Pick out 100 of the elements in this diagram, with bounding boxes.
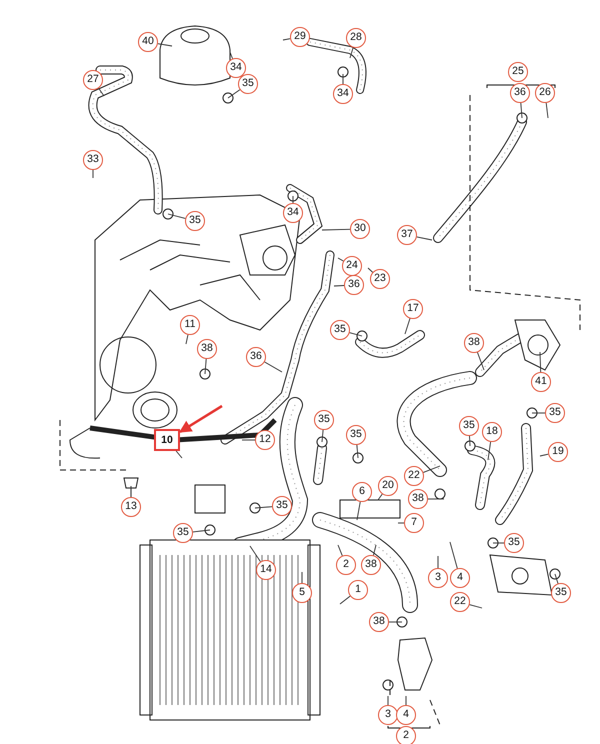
leader-line	[349, 332, 362, 336]
callout-number: 38	[369, 612, 389, 632]
leader-line	[264, 362, 282, 372]
callout-number: 4	[450, 568, 470, 588]
callout-number: 38	[464, 333, 484, 353]
callout-number: 12	[255, 430, 275, 450]
callout-number: 38	[408, 489, 428, 509]
leader-line	[540, 352, 542, 372]
leader-line	[546, 102, 548, 118]
leader-line	[338, 544, 343, 556]
callout-number: 29	[290, 27, 310, 47]
callout-number: 20	[378, 476, 398, 496]
callout-number: 38	[361, 555, 381, 575]
callout-number: 35	[545, 403, 565, 423]
callout-number: 35	[314, 410, 334, 430]
leader-line	[520, 102, 522, 118]
callout-number: 23	[370, 269, 390, 289]
callout-number: 30	[350, 219, 370, 239]
leader-line	[92, 170, 94, 178]
callout-number: 3	[428, 568, 448, 588]
leader-line	[230, 52, 233, 60]
callout-number: 35	[330, 320, 350, 340]
leader-line	[204, 358, 207, 374]
leader-line	[292, 196, 294, 204]
callout-number: 13	[121, 497, 141, 517]
callout-number: 2	[396, 726, 416, 744]
leader-line	[282, 38, 291, 40]
callout-number: 34	[283, 203, 303, 223]
callout-number: 6	[352, 482, 372, 502]
leader-line	[130, 486, 132, 498]
leader-line	[350, 47, 354, 58]
leader-line	[422, 466, 440, 473]
leader-line	[488, 441, 492, 460]
leader-line	[356, 501, 361, 520]
callout-number: 36	[246, 347, 266, 367]
leader-line	[554, 574, 558, 584]
leader-line	[186, 334, 188, 344]
leader-line	[404, 318, 410, 334]
leader-line	[254, 506, 272, 508]
callout-number: 18	[482, 422, 502, 442]
callout-number: 11	[180, 315, 200, 335]
leader-line	[477, 352, 484, 370]
leader-line	[368, 268, 374, 273]
callout-number: 4	[396, 705, 416, 725]
highlighted-callout-number: 10	[154, 429, 180, 451]
callout-number: 35	[185, 211, 205, 231]
leader-line	[469, 604, 482, 608]
leader-line	[469, 436, 470, 446]
leader-line	[176, 450, 182, 458]
callout-number: 2	[336, 555, 356, 575]
pointer-arrow	[178, 404, 223, 434]
callout-number: 38	[197, 339, 217, 359]
callout-number: 28	[346, 28, 366, 48]
callout-number: 19	[548, 442, 568, 462]
callout-number: 22	[404, 466, 424, 486]
callout-number: 33	[83, 150, 103, 170]
leader-line	[540, 454, 549, 456]
callout-number: 25	[508, 62, 528, 82]
leader-line	[322, 430, 324, 442]
leader-line	[532, 412, 546, 414]
leader-line	[168, 214, 186, 219]
callout-number: 1	[348, 580, 368, 600]
callout-number: 35	[504, 533, 524, 553]
callout-number: 35	[459, 416, 479, 436]
leader-line	[416, 236, 432, 240]
leader-line	[334, 285, 344, 286]
callout-number: 3	[378, 705, 398, 725]
leader-line	[157, 43, 172, 46]
callout-number: 26	[535, 83, 555, 103]
callout-number: 27	[83, 70, 103, 90]
leader-line	[250, 546, 261, 562]
callout-number: 17	[403, 299, 423, 319]
callout-number: 35	[238, 74, 258, 94]
callout-number: 36	[510, 83, 530, 103]
leader-line	[342, 74, 344, 84]
callout-number: 36	[344, 275, 364, 295]
callout-number: 40	[138, 32, 158, 52]
callout-number: 22	[450, 592, 470, 612]
leader-line	[98, 88, 104, 96]
leader-line	[450, 542, 458, 569]
callout-number: 35	[272, 496, 292, 516]
callout-number: 35	[173, 523, 193, 543]
leader-line	[228, 89, 240, 98]
callout-number: 41	[531, 372, 551, 392]
leader-line	[338, 258, 344, 262]
leader-line	[372, 544, 376, 556]
leader-line	[398, 522, 404, 524]
callout-number: 34	[333, 84, 353, 104]
callout-number: 7	[404, 513, 424, 533]
callout-number: 24	[342, 256, 362, 276]
callout-number: 37	[397, 225, 417, 245]
leader-line	[492, 542, 504, 544]
leader-line	[192, 530, 210, 532]
leader-line	[378, 494, 383, 500]
leader-line	[356, 444, 358, 458]
leader-line	[428, 498, 444, 500]
leader-line	[340, 596, 351, 604]
leader-line	[322, 228, 350, 230]
callout-number: 35	[346, 425, 366, 445]
callout-number: 35	[551, 583, 571, 603]
